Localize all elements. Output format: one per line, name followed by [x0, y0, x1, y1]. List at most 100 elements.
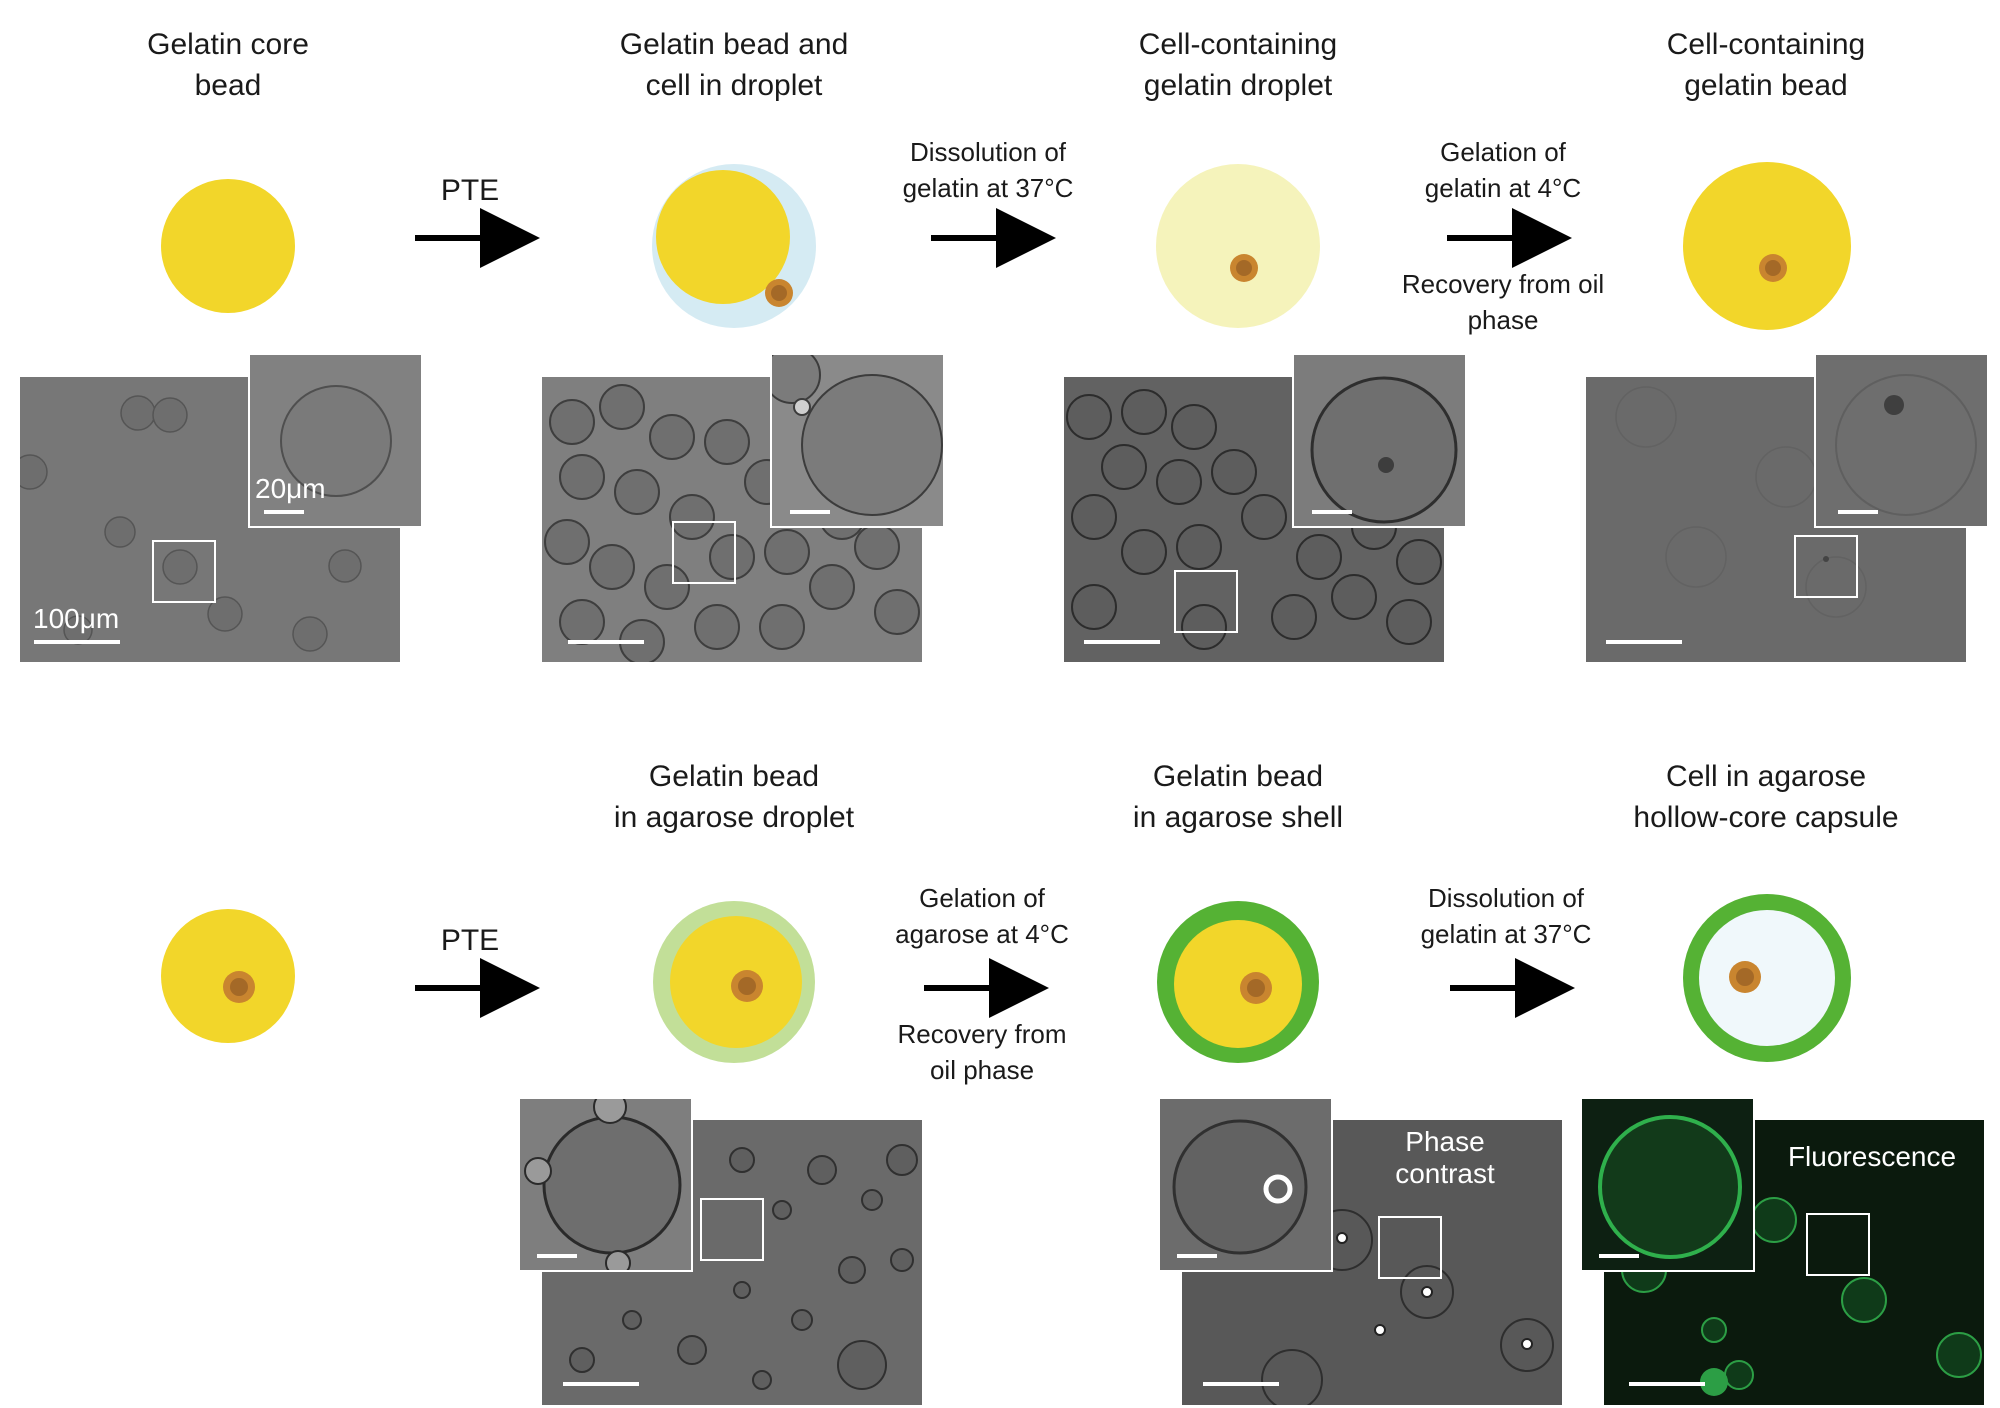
stage-title-hollow-core-capsule: Cell in agarose hollow-core capsule	[1576, 756, 1956, 838]
step-label-gelation-top: Gelation of gelatin at 4°C	[1353, 134, 1653, 206]
title-line: hollow-core capsule	[1633, 801, 1899, 834]
micrograph-inset-bead-agarose-shell	[1158, 1097, 1333, 1272]
title-line: Gelatin core	[147, 28, 309, 61]
step-label-pte-top: PTE	[440, 174, 500, 207]
droplet-closeup	[524, 1099, 682, 1270]
title-line: gelatin droplet	[1143, 69, 1333, 102]
step-line: oil phase	[929, 1055, 1035, 1085]
micrograph-inset-cell-gelatin-bead	[1814, 353, 1989, 528]
micrograph-inset-hollow-core-capsule	[1580, 1097, 1755, 1272]
step-line: Recovery from	[897, 1019, 1067, 1049]
title-line: Cell-containing	[1138, 28, 1338, 61]
step-line: agarose at 4°C	[895, 919, 1069, 949]
title-line: Gelatin bead	[648, 760, 820, 793]
roi-box	[672, 521, 736, 584]
micrograph-inset-bead-cell-droplet	[770, 353, 945, 528]
scale-bar-main	[1203, 1382, 1279, 1386]
stage-title-bead-agarose-shell: Gelatin bead in agarose shell	[1048, 756, 1428, 838]
title-line: bead	[194, 69, 262, 102]
title-line: Gelatin bead	[1152, 760, 1324, 793]
schematic-bead-cell-droplet	[652, 164, 816, 328]
scale-label-inset: 20μm	[255, 473, 326, 504]
title-line: Cell-containing	[1666, 28, 1866, 61]
label-line: Phase	[1405, 1126, 1485, 1157]
step-line: Gelation of	[1440, 137, 1566, 167]
droplet-closeup	[1310, 376, 1458, 524]
schematic-cell-gelatin-bead	[1683, 162, 1851, 330]
roi-box	[1794, 535, 1858, 598]
step-sublabel-recovery-top: Recovery from oil phase	[1353, 266, 1653, 338]
step-line: gelatin at 37°C	[902, 173, 1074, 203]
title-line: in agarose shell	[1132, 801, 1344, 834]
gelatin-bead-shape	[1174, 920, 1302, 1048]
schematic-hollow-core-capsule	[1683, 894, 1851, 1062]
title-line: in agarose droplet	[613, 801, 855, 834]
nucleus-shape	[771, 285, 787, 301]
step-line: phase	[1467, 305, 1539, 335]
roi-box	[700, 1198, 764, 1261]
step-sublabel-recovery-bottom: Recovery from oil phase	[832, 1016, 1132, 1088]
step-line: gelatin at 4°C	[1424, 173, 1582, 203]
title-line: Gelatin bead and	[619, 28, 849, 61]
stage-title-cell-gelatin-droplet: Cell-containing gelatin droplet	[1048, 24, 1428, 106]
scale-bar-inset	[790, 510, 830, 514]
scale-bar-main	[1084, 640, 1160, 644]
gelatin-bead-shape	[656, 170, 790, 304]
step-label-dissolution-bottom: Dissolution of gelatin at 37°C	[1356, 880, 1656, 952]
step-label-agarose-gelation: Gelation of agarose at 4°C	[832, 880, 1132, 952]
micrograph-inset-bead-agarose-droplet	[518, 1097, 693, 1272]
capsule-closeup	[1172, 1119, 1308, 1255]
schematic-cell-gelatin-droplet	[1156, 164, 1320, 328]
schematic-bead-with-cell	[161, 909, 295, 1043]
stage-title-cell-gelatin-bead: Cell-containing gelatin bead	[1576, 24, 1956, 106]
droplet-field	[1066, 389, 1442, 650]
step-line: Dissolution of	[1427, 883, 1585, 913]
step-line: gelatin at 37°C	[1420, 919, 1592, 949]
scale-bar-inset	[1312, 510, 1352, 514]
phase-contrast-label: Phase contrast	[1370, 1126, 1520, 1190]
nucleus-shape	[738, 977, 756, 995]
schematic-bead-agarose-shell	[1157, 901, 1319, 1063]
scale-bar-main	[563, 1382, 639, 1386]
schematic-gelatin-core-bead	[161, 179, 295, 313]
title-line: cell in droplet	[645, 69, 823, 102]
step-line: Recovery from oil	[1401, 269, 1605, 299]
scale-bar-main	[568, 640, 644, 644]
gelatin-bead-shape	[1683, 162, 1851, 330]
nucleus-shape	[1236, 260, 1252, 276]
scale-bar-main	[1606, 640, 1682, 644]
scale-bar-inset	[1599, 1254, 1639, 1258]
nucleus-shape	[1736, 968, 1754, 986]
bead-closeup	[1835, 374, 1977, 516]
stage-title-bead-and-cell: Gelatin bead and cell in droplet	[544, 24, 924, 106]
scale-label-main: 100μm	[33, 603, 120, 634]
roi-box	[1174, 570, 1238, 633]
label-line: contrast	[1395, 1158, 1495, 1189]
bead-closeup	[280, 385, 392, 497]
liquid-gelatin-shape	[1156, 164, 1320, 328]
fluorescence-label: Fluorescence	[1787, 1141, 1957, 1172]
step-label-dissolution-top: Dissolution of gelatin at 37°C	[838, 134, 1138, 206]
capsule-closeup	[1598, 1115, 1742, 1259]
title-line: Cell in agarose	[1665, 760, 1867, 793]
micrograph-inset-gelatin-core-bead	[248, 353, 423, 528]
nucleus-shape	[230, 978, 248, 996]
stage-title-bead-agarose-droplet: Gelatin bead in agarose droplet	[544, 756, 924, 838]
roi-box	[1378, 1216, 1442, 1279]
stage-title-gelatin-core-bead: Gelatin core bead	[38, 24, 418, 106]
gelatin-bead-shape	[161, 179, 295, 313]
title-line: gelatin bead	[1684, 69, 1848, 102]
scale-bar-inset	[1838, 510, 1878, 514]
roi-box	[1806, 1213, 1870, 1276]
scale-bar-inset	[1177, 1254, 1217, 1258]
schematic-bead-agarose-droplet	[653, 901, 815, 1063]
droplet-field	[569, 1144, 918, 1390]
scale-bar-inset	[264, 510, 304, 514]
scale-bar-main	[34, 640, 120, 644]
scale-bar-inset	[537, 1254, 577, 1258]
step-line: Dissolution of	[909, 137, 1067, 167]
roi-box	[152, 540, 216, 603]
droplet-closeup	[772, 355, 943, 516]
step-label-pte-bottom: PTE	[440, 924, 500, 957]
